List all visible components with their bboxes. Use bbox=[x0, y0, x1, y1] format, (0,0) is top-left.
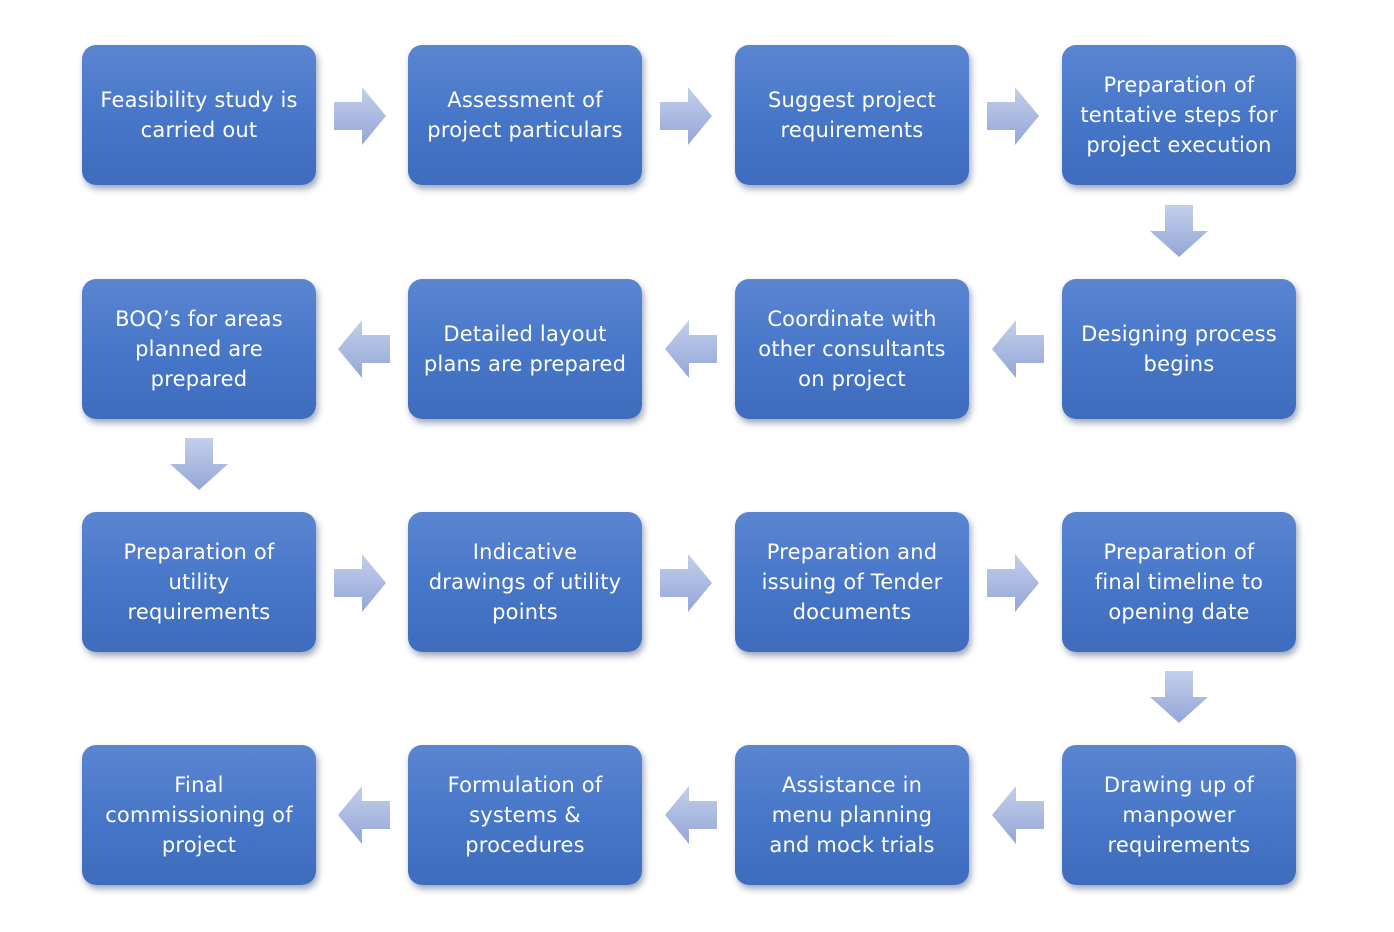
step-box-11: Preparation and issuing of Tender docume… bbox=[735, 512, 969, 652]
step-box-16: Final commissioning of project bbox=[82, 745, 316, 885]
arrow-down-icon bbox=[168, 436, 230, 492]
step-box-13: Drawing up of manpower requirements bbox=[1062, 745, 1296, 885]
step-label-16: Final commissioning of project bbox=[105, 773, 293, 857]
arrow-right-icon bbox=[332, 85, 388, 147]
step-label-3: Suggest project requirements bbox=[768, 88, 936, 142]
arrow-left-icon bbox=[663, 784, 719, 846]
arrow-right-icon bbox=[658, 85, 714, 147]
arrow-down-icon bbox=[1148, 669, 1210, 725]
step-label-14: Assistance in menu planning and mock tri… bbox=[769, 773, 935, 857]
arrow-left-icon bbox=[336, 318, 392, 380]
arrow-left-icon bbox=[990, 318, 1046, 380]
arrow-right-icon bbox=[985, 85, 1041, 147]
step-box-2: Assessment of project particulars bbox=[408, 45, 642, 185]
arrow-right-icon bbox=[985, 552, 1041, 614]
step-box-15: Formulation of systems & procedures bbox=[408, 745, 642, 885]
arrow-right-icon bbox=[658, 552, 714, 614]
step-box-14: Assistance in menu planning and mock tri… bbox=[735, 745, 969, 885]
step-label-9: Preparation of utility requirements bbox=[123, 540, 275, 624]
step-box-6: Coordinate with other consultants on pro… bbox=[735, 279, 969, 419]
step-label-12: Preparation of final timeline to opening… bbox=[1094, 540, 1264, 624]
step-box-7: Detailed layout plans are prepared bbox=[408, 279, 642, 419]
step-label-1: Feasibility study is carried out bbox=[100, 88, 298, 142]
arrow-down-icon bbox=[1148, 203, 1210, 259]
step-box-3: Suggest project requirements bbox=[735, 45, 969, 185]
step-label-6: Coordinate with other consultants on pro… bbox=[758, 307, 946, 391]
arrow-left-icon bbox=[663, 318, 719, 380]
arrow-left-icon bbox=[336, 784, 392, 846]
step-box-12: Preparation of final timeline to opening… bbox=[1062, 512, 1296, 652]
step-label-5: Designing process begins bbox=[1081, 322, 1277, 376]
step-box-8: BOQ’s for areas planned are prepared bbox=[82, 279, 316, 419]
step-label-8: BOQ’s for areas planned are prepared bbox=[115, 307, 283, 391]
step-label-2: Assessment of project particulars bbox=[427, 88, 623, 142]
step-label-13: Drawing up of manpower requirements bbox=[1103, 773, 1255, 857]
step-label-10: Indicative drawings of utility points bbox=[428, 540, 622, 624]
arrow-left-icon bbox=[990, 784, 1046, 846]
arrow-right-icon bbox=[332, 552, 388, 614]
step-label-7: Detailed layout plans are prepared bbox=[423, 322, 627, 376]
step-box-10: Indicative drawings of utility points bbox=[408, 512, 642, 652]
step-label-15: Formulation of systems & procedures bbox=[447, 773, 603, 857]
step-label-11: Preparation and issuing of Tender docume… bbox=[761, 540, 943, 624]
step-box-5: Designing process begins bbox=[1062, 279, 1296, 419]
step-box-4: Preparation of tentative steps for proje… bbox=[1062, 45, 1296, 185]
step-label-4: Preparation of tentative steps for proje… bbox=[1080, 73, 1278, 157]
step-box-9: Preparation of utility requirements bbox=[82, 512, 316, 652]
step-box-1: Feasibility study is carried out bbox=[82, 45, 316, 185]
